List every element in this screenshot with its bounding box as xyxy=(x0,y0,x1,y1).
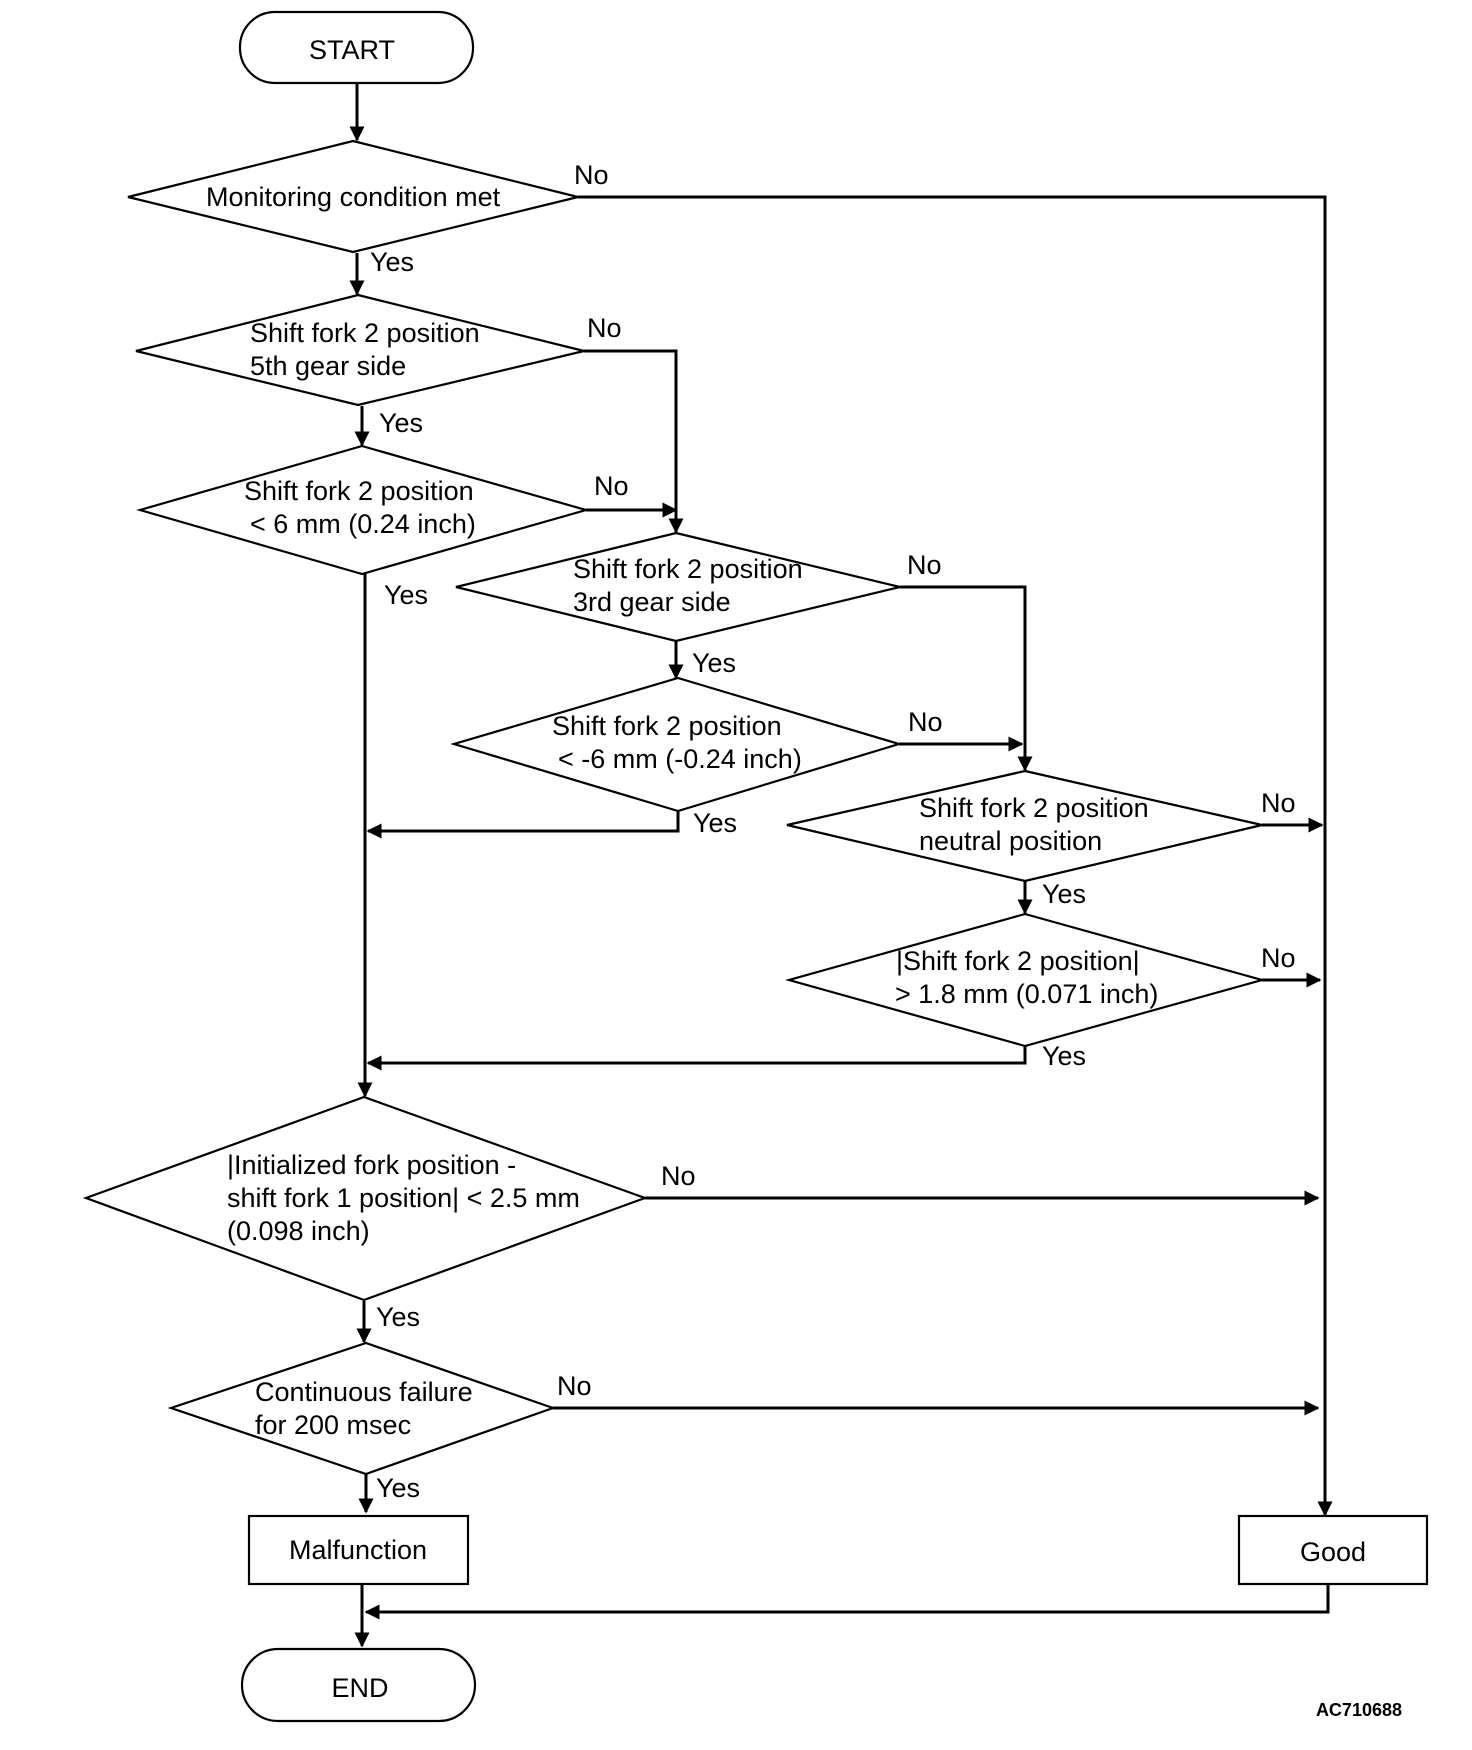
decision-less-than-6mm-line-2: < 6 mm (0.24 inch) xyxy=(250,509,476,539)
decision-less-than-minus-6mm-line-2: < -6 mm (-0.24 inch) xyxy=(558,744,802,774)
good-box xyxy=(1237,1514,1429,1586)
label-d5-no: No xyxy=(908,707,943,737)
edge-d5-yes-trunk xyxy=(366,811,680,839)
decision-continuous-failure xyxy=(167,1341,557,1476)
label-d2-no: No xyxy=(587,313,622,343)
good-label: Good xyxy=(1300,1537,1366,1567)
label-d4-no: No xyxy=(907,550,942,580)
label-d3-yes: Yes xyxy=(384,580,428,610)
edge-d2-no-d4 xyxy=(584,349,684,534)
label-d2-yes: Yes xyxy=(379,408,423,438)
malfunction-label: Malfunction xyxy=(289,1535,427,1565)
decision-neutral-position-line-2: neutral position xyxy=(919,826,1102,856)
label-d9-yes: Yes xyxy=(376,1473,420,1503)
label-d7-no: No xyxy=(1261,943,1296,973)
decision-abs-greater-than-1-8mm-line-2: > 1.8 mm (0.071 inch) xyxy=(895,979,1158,1009)
decision-3rd-gear-side-line-2: 3rd gear side xyxy=(573,587,731,617)
decision-less-than-minus-6mm xyxy=(450,676,903,813)
label-d8-yes: Yes xyxy=(376,1302,420,1332)
decision-5th-gear-side-line-1: Shift fork 2 position xyxy=(250,318,480,348)
decision-monitoring-condition-line-1: Monitoring condition met xyxy=(206,182,501,212)
end-terminal xyxy=(240,1647,477,1723)
decision-neutral-position-line-1: Shift fork 2 position xyxy=(919,793,1149,823)
decision-abs-greater-than-1-8mm-line-1: |Shift fork 2 position| xyxy=(896,946,1140,976)
label-d6-no: No xyxy=(1261,788,1296,818)
label-d5-yes: Yes xyxy=(693,808,737,838)
decision-5th-gear-side xyxy=(135,293,585,407)
label-d4-yes: Yes xyxy=(692,648,736,678)
decision-3rd-gear-side xyxy=(455,531,901,643)
label-d1-yes: Yes xyxy=(370,247,414,277)
decision-less-than-minus-6mm-line-1: Shift fork 2 position xyxy=(552,711,782,741)
edge-good-end xyxy=(364,1585,1330,1620)
edge-d1-no-good xyxy=(578,195,1333,1517)
malfunction-box xyxy=(247,1514,470,1586)
decision-abs-greater-than-1-8mm xyxy=(784,912,1267,1048)
end-label: END xyxy=(331,1673,388,1703)
decision-5th-gear-side-line-2: 5th gear side xyxy=(250,351,406,381)
decision-less-than-6mm-line-1: Shift fork 2 position xyxy=(244,476,474,506)
decision-initialized-fork-position-line-1: |Initialized fork position - xyxy=(227,1150,516,1180)
decision-continuous-failure-line-2: for 200 msec xyxy=(255,1410,411,1440)
label-d1-no: No xyxy=(574,160,609,190)
label-d3-no: No xyxy=(594,471,629,501)
connectors xyxy=(349,84,1333,1648)
decision-less-than-6mm xyxy=(136,444,591,576)
decision-initialized-fork-position xyxy=(82,1095,649,1302)
decision-3rd-gear-side-line-1: Shift fork 2 position xyxy=(573,554,803,584)
start-terminal xyxy=(238,10,475,85)
reference-code: AC710688 xyxy=(1316,1700,1402,1720)
decision-initialized-fork-position-line-3: (0.098 inch) xyxy=(227,1216,370,1246)
decision-neutral-position xyxy=(786,769,1263,883)
edge-d4-no-d6 xyxy=(900,585,1033,772)
label-d8-no: No xyxy=(661,1161,696,1191)
decision-initialized-fork-position-line-2: shift fork 1 position| < 2.5 mm xyxy=(227,1183,580,1213)
edge-labels: No Yes No Yes No Yes No Yes No Yes No Ye… xyxy=(370,160,1296,1503)
label-d7-yes: Yes xyxy=(1042,1041,1086,1071)
decision-monitoring-condition xyxy=(127,139,579,254)
edge-d7-yes-trunk xyxy=(366,1046,1027,1071)
decision-continuous-failure-line-1: Continuous failure xyxy=(255,1377,473,1407)
start-label: START xyxy=(309,35,395,65)
nodes: START Monitoring condition met Shift for… xyxy=(82,10,1429,1723)
label-d9-no: No xyxy=(557,1371,592,1401)
label-d6-yes: Yes xyxy=(1042,879,1086,909)
